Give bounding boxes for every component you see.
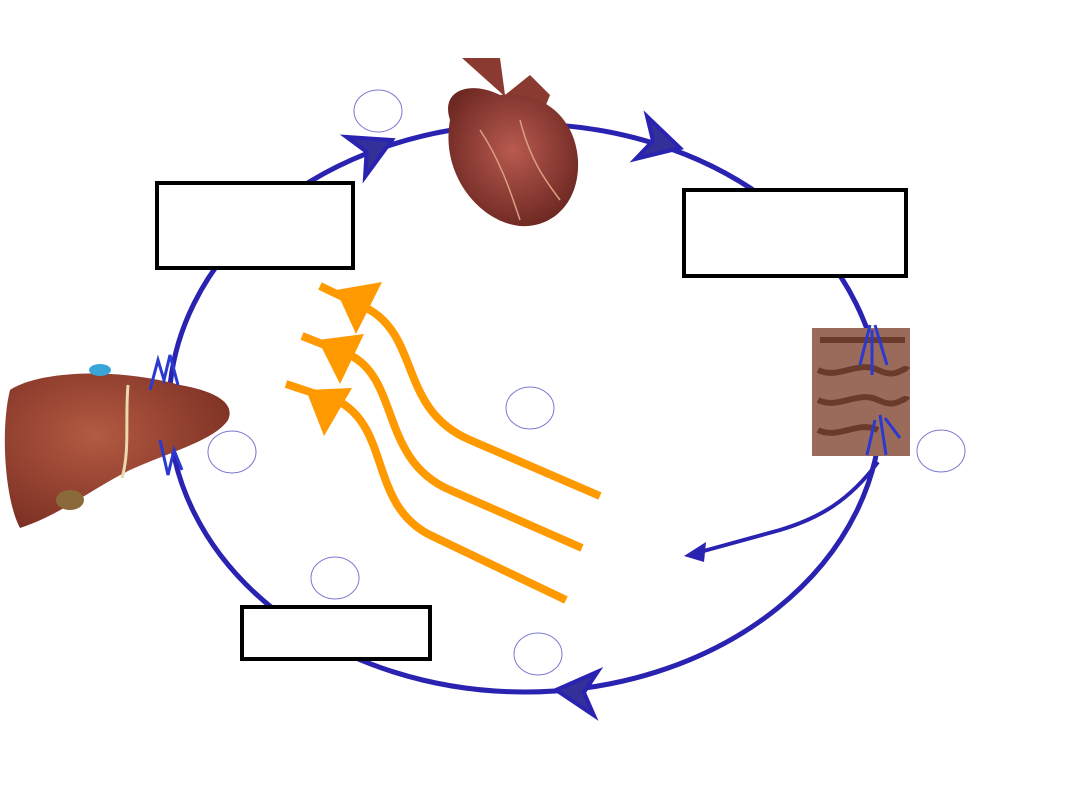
marker-circle-intestine-side [916, 429, 966, 473]
label-box-upper-left [155, 181, 355, 270]
marker-circle-top [353, 89, 403, 133]
intestines-image [812, 324, 911, 456]
arrowhead-bottom [551, 666, 604, 721]
liver-image [4, 354, 230, 528]
heat-arrowhead-1 [336, 282, 382, 334]
marker-circle-lower-left [310, 556, 360, 600]
branch-arrowhead [684, 542, 706, 562]
heat-arrow-2 [300, 332, 584, 552]
heat-arrowhead-3 [306, 388, 352, 436]
branch-arrow-line [699, 460, 880, 554]
label-box-bottom-left [240, 605, 432, 661]
marker-circle-bottom [513, 632, 563, 676]
label-box-upper-right [682, 188, 908, 278]
marker-circle-liver-side [207, 430, 257, 474]
heat-arrowhead-2 [318, 334, 364, 384]
heat-arrow-1 [318, 282, 602, 500]
arrowhead-top-right [629, 110, 685, 163]
arrowhead-top-left [339, 134, 396, 184]
marker-circle-center [505, 386, 555, 430]
heat-arrow-3 [284, 380, 568, 604]
heart-image [448, 58, 579, 227]
